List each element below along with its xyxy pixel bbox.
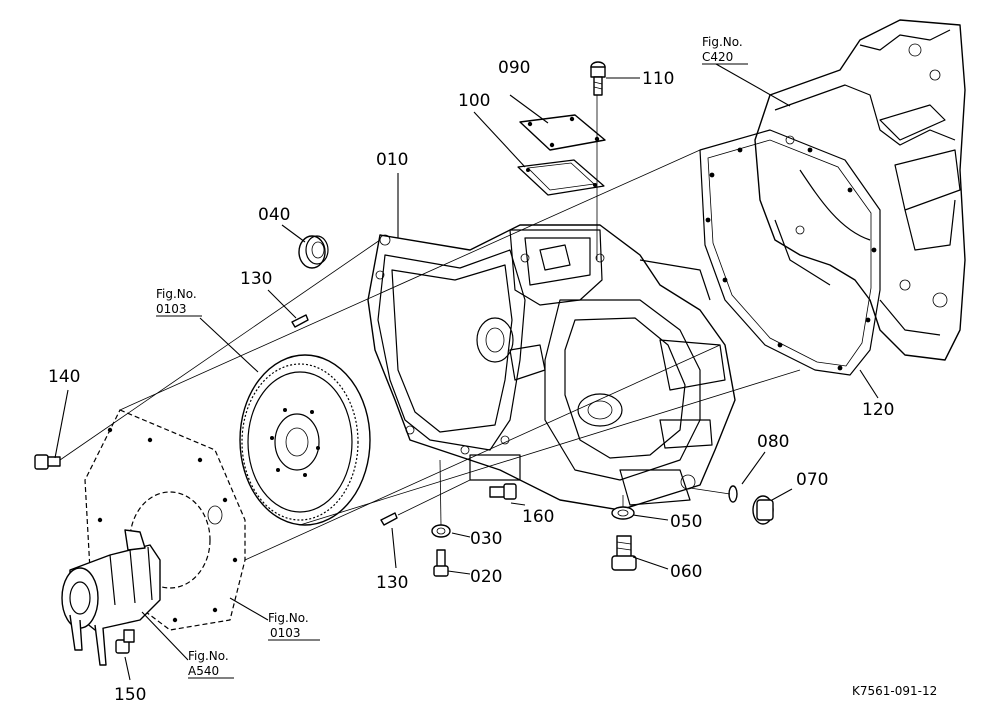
flywheel [239, 354, 371, 526]
bolt-140 [34, 454, 61, 470]
bolt-160 [489, 483, 517, 500]
o-ring-080 [728, 485, 738, 503]
fig-ref-c420-value: C420 [702, 50, 733, 64]
washer-030 [431, 524, 451, 538]
callout-040: 040 [258, 205, 290, 225]
callout-060: 060 [670, 562, 702, 582]
callout-100: 100 [458, 91, 490, 111]
fig-ref-0103-upper-value: 0103 [156, 302, 187, 316]
callout-050: 050 [670, 512, 702, 532]
plug-070 [752, 495, 774, 525]
callout-010: 010 [376, 150, 408, 170]
callout-110: 110 [642, 69, 674, 89]
pin-130-upper [291, 314, 309, 328]
transmission-case-c420 [754, 19, 966, 361]
fig-ref-underlines [156, 63, 748, 679]
cover-plate-090 [519, 114, 606, 151]
bolt-110 [590, 61, 606, 96]
callout-140: 140 [48, 367, 80, 387]
callout-150: 150 [114, 685, 146, 705]
fig-ref-0103-lower-title: Fig.No. [268, 611, 309, 625]
fig-ref-a540-title: Fig.No. [188, 649, 229, 663]
clutch-housing-010 [367, 224, 736, 511]
gasket-120 [699, 129, 881, 376]
callout-080: 080 [757, 432, 789, 452]
callout-030: 030 [470, 529, 502, 549]
washer-050 [611, 506, 635, 520]
bolt-150 [115, 629, 135, 654]
starter-motor-a540 [61, 529, 161, 666]
callout-070: 070 [796, 470, 828, 490]
assembly-guide-lines [59, 95, 801, 561]
fig-ref-a540-value: A540 [188, 664, 219, 678]
leader-lines [54, 63, 879, 681]
fig-ref-0103-lower-value: 0103 [270, 626, 301, 640]
drain-plug-060 [611, 535, 637, 571]
callout-130-upper: 130 [240, 269, 272, 289]
callout-120: 120 [862, 400, 894, 420]
bolt-020 [433, 549, 449, 577]
fig-ref-0103-upper-title: Fig.No. [156, 287, 197, 301]
pin-130-lower [380, 512, 398, 526]
callout-090: 090 [498, 58, 530, 78]
drawing-reference-number: K7561-091-12 [852, 684, 937, 698]
callout-130-lower: 130 [376, 573, 408, 593]
callout-020: 020 [470, 567, 502, 587]
gasket-100 [517, 159, 605, 196]
callout-160: 160 [522, 507, 554, 527]
fig-ref-c420-title: Fig.No. [702, 35, 743, 49]
oil-seal-040 [298, 235, 329, 269]
